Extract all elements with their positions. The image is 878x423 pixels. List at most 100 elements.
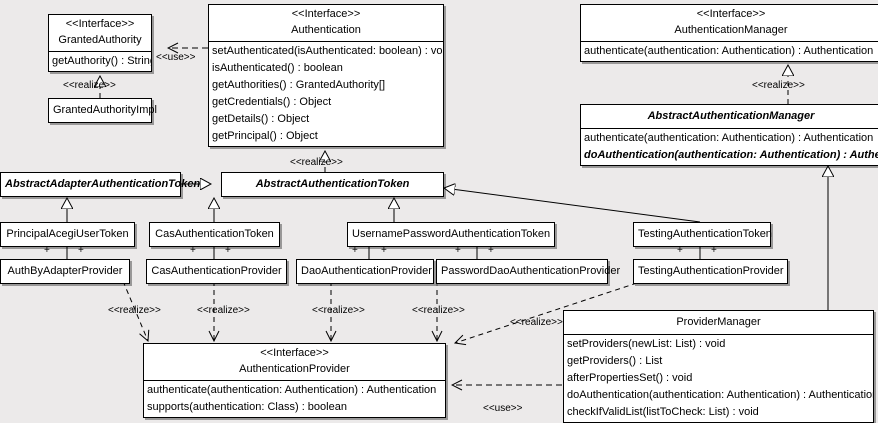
operations-compartment: setProviders(newList: List) : void getPr… xyxy=(564,334,873,422)
class-name: UsernamePasswordAuthenticationToken xyxy=(352,228,551,240)
operation: setAuthenticated(isAuthenticated: boolea… xyxy=(212,45,443,57)
class-authentication-manager[interactable]: <<Interface>> AuthenticationManager auth… xyxy=(580,4,878,62)
class-dao-authentication-provider[interactable]: DaoAuthenticationProvider xyxy=(296,259,434,284)
operation: getProviders() : List xyxy=(567,355,663,367)
operations-compartment: authenticate(authentication: Authenticat… xyxy=(144,380,445,417)
class-name: AbstractAuthenticationToken xyxy=(255,178,410,190)
edge-label-realize-dao-authentication-provider: <<realize>> xyxy=(312,305,365,316)
class-header: GrantedAuthorityImpl xyxy=(49,99,157,122)
operation: authenticate(authentication: Authenticat… xyxy=(584,45,874,57)
class-granted-authority-impl[interactable]: GrantedAuthorityImpl xyxy=(48,98,157,123)
class-name: TestingAuthenticationProvider xyxy=(638,265,784,277)
class-name: ProviderManager xyxy=(676,316,761,328)
class-name: PasswordDaoAuthenticationProvider xyxy=(441,265,621,277)
operation: setProviders(newList: List) : void xyxy=(567,338,726,350)
class-name: PrincipalAcegiUserToken xyxy=(6,228,129,240)
class-name: Authentication xyxy=(291,24,361,36)
operation: getAuthority() : String xyxy=(52,55,151,67)
edge-label-use-provider-manager-authentication-provider: <<use>> xyxy=(483,403,523,414)
class-name: GrantedAuthorityImpl xyxy=(53,104,157,116)
class-cas-authentication-token[interactable]: CasAuthenticationToken xyxy=(149,222,280,247)
operations-compartment: authenticate(authentication: Authenticat… xyxy=(581,41,878,61)
operation: afterPropertiesSet() : void xyxy=(567,372,693,384)
multiplicity-cas-provider-right: + xyxy=(225,245,231,256)
class-provider-manager[interactable]: ProviderManager setProviders(newList: Li… xyxy=(563,310,874,423)
class-name: CasAuthenticationToken xyxy=(155,228,274,240)
class-name: GrantedAuthority xyxy=(58,34,142,46)
operation: doAuthentication(authentication: Authent… xyxy=(567,389,873,401)
multiplicity-upat-dao-left: + xyxy=(352,245,358,256)
class-header: TestingAuthenticationToken xyxy=(634,223,772,246)
class-username-password-authentication-token[interactable]: UsernamePasswordAuthenticationToken xyxy=(347,222,555,247)
class-header: TestingAuthenticationProvider xyxy=(634,260,787,283)
multiplicity-testing-token-left: + xyxy=(677,245,683,256)
class-testing-authentication-token[interactable]: TestingAuthenticationToken xyxy=(633,222,772,247)
class-header: <<Interface>> AuthenticationManager xyxy=(581,5,878,41)
edge-label-realize-granted-authority-impl: <<realize>> xyxy=(63,80,116,91)
class-header: AbstractAdapterAuthenticationToken xyxy=(1,173,201,196)
operation: authenticate(authentication: Authenticat… xyxy=(147,384,437,396)
class-header: CasAuthenticationProvider xyxy=(147,260,286,283)
edge-label-use-authentication-granted-authority: <<use>> xyxy=(156,52,196,63)
class-auth-by-adapter-provider[interactable]: AuthByAdapterProvider xyxy=(0,259,130,284)
class-header: AbstractAuthenticationManager xyxy=(581,105,878,128)
edge-label-realize-auth-by-adapter-provider: <<realize>> xyxy=(108,305,161,316)
class-testing-authentication-provider[interactable]: TestingAuthenticationProvider xyxy=(633,259,788,284)
class-header: CasAuthenticationToken xyxy=(150,223,279,246)
class-abstract-authentication-manager[interactable]: AbstractAuthenticationManager authentica… xyxy=(580,104,878,166)
class-header: AbstractAuthenticationToken xyxy=(222,173,443,196)
operations-compartment: getAuthority() : String xyxy=(49,51,151,71)
operation: isAuthenticated() : boolean xyxy=(212,62,343,74)
edge-label-realize-cas-authentication-provider: <<realize>> xyxy=(197,305,250,316)
class-principal-acegi-user-token[interactable]: PrincipalAcegiUserToken xyxy=(0,222,135,247)
class-header: DaoAuthenticationProvider xyxy=(297,260,433,283)
operation: doAuthentication(authentication: Authent… xyxy=(584,149,878,161)
operation: checkIfValidList(listToCheck: List) : vo… xyxy=(567,406,759,418)
multiplicity-upat-dao-right: + xyxy=(381,245,387,256)
class-name: AuthByAdapterProvider xyxy=(7,265,123,277)
class-name: DaoAuthenticationProvider xyxy=(301,265,432,277)
class-header: <<Interface>> Authentication xyxy=(209,5,443,41)
class-abstract-adapter-authentication-token[interactable]: AbstractAdapterAuthenticationToken xyxy=(0,172,201,197)
class-cas-authentication-provider[interactable]: CasAuthenticationProvider xyxy=(146,259,287,284)
edge-label-realize-password-dao-authentication-provider: <<realize>> xyxy=(412,305,465,316)
class-header: PasswordDaoAuthenticationProvider xyxy=(437,260,621,283)
multiplicity-cas-token-left: + xyxy=(190,245,196,256)
class-name: AuthenticationManager xyxy=(674,24,788,36)
operation: getAuthorities() : GrantedAuthority[] xyxy=(212,79,386,91)
class-password-dao-authentication-provider[interactable]: PasswordDaoAuthenticationProvider xyxy=(436,259,621,284)
operation: authenticate(authentication: Authenticat… xyxy=(584,132,874,144)
stereotype-label: <<Interface>> xyxy=(696,8,766,20)
class-header: <<Interface>> GrantedAuthority xyxy=(49,15,151,51)
class-abstract-authentication-token[interactable]: AbstractAuthenticationToken xyxy=(221,172,444,197)
edge-label-realize-abstract-authentication-token: <<realize>> xyxy=(290,157,343,168)
class-granted-authority[interactable]: <<Interface>> GrantedAuthority getAuthor… xyxy=(48,14,152,72)
class-name: AuthenticationProvider xyxy=(239,363,350,375)
operation: getDetails() : Object xyxy=(212,113,310,125)
class-header: <<Interface>> AuthenticationProvider xyxy=(144,344,445,380)
class-header: PrincipalAcegiUserToken xyxy=(1,223,134,246)
stereotype-label: <<Interface>> xyxy=(260,347,329,359)
multiplicity-upat-pdao-right: + xyxy=(488,245,494,256)
class-name: TestingAuthenticationToken xyxy=(638,228,772,240)
stereotype-label: <<Interface>> xyxy=(291,8,361,20)
edge-label-realize-abstract-authentication-manager: <<realize>> xyxy=(752,80,805,91)
class-header: UsernamePasswordAuthenticationToken xyxy=(348,223,554,246)
class-authentication-provider[interactable]: <<Interface>> AuthenticationProvider aut… xyxy=(143,343,446,418)
class-header: ProviderManager xyxy=(564,311,873,334)
multiplicity-principal-acegi-user-token-left: + xyxy=(44,245,50,256)
class-header: AuthByAdapterProvider xyxy=(1,260,129,283)
stereotype-label: <<Interface>> xyxy=(65,18,135,30)
class-name: AbstractAuthenticationManager xyxy=(647,110,815,122)
class-name: AbstractAdapterAuthenticationToken xyxy=(5,178,201,190)
operation: getCredentials() : Object xyxy=(212,96,332,108)
multiplicity-upat-pdao-left: + xyxy=(455,245,461,256)
class-name: CasAuthenticationProvider xyxy=(151,265,282,277)
multiplicity-auth-by-adapter-provider-right: + xyxy=(78,245,84,256)
operations-compartment: authenticate(authentication: Authenticat… xyxy=(581,128,878,165)
edge-label-realize-testing-authentication-provider: <<realize>> xyxy=(510,317,563,328)
operation: getPrincipal() : Object xyxy=(212,130,318,142)
multiplicity-testing-provider-right: + xyxy=(711,245,717,256)
class-authentication[interactable]: <<Interface>> Authentication setAuthenti… xyxy=(208,4,444,147)
